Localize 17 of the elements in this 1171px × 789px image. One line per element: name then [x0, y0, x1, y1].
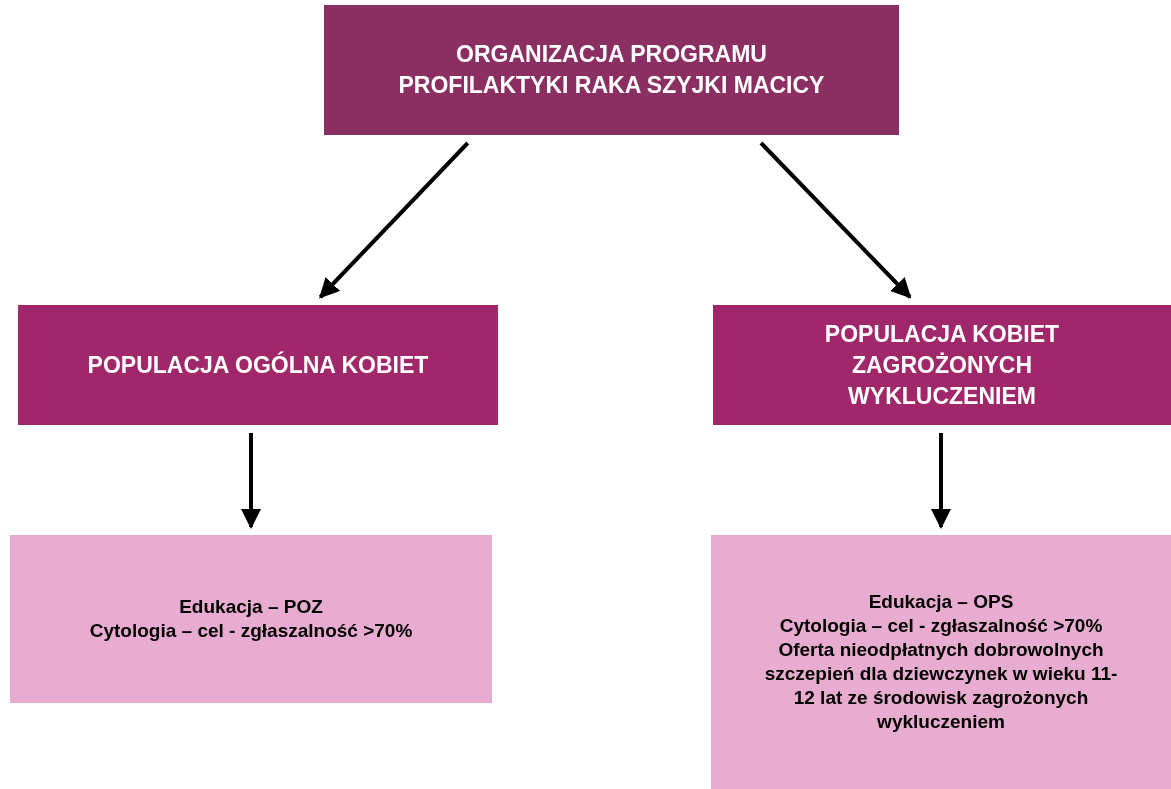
- box-text: Oferta nieodpłatnych dobrowolnych szczepień dla dziewczynek w wieku 11-12 lat ze środowisk zagrożonych wykluczeniem: [763, 638, 1119, 734]
- detail-box: [10, 535, 492, 703]
- detail-box: [711, 535, 1171, 789]
- box-text: Edukacja – OPS: [868, 590, 1014, 614]
- box-text: Cytologia – cel - zgłaszalność >70%: [779, 614, 1103, 638]
- box-heading: ORGANIZACJA PROGRAMU PROFILAKTYKI RAKA SZYJKI MACICY: [397, 40, 826, 100]
- category-box: [713, 305, 1171, 425]
- box-heading: POPULACJA OGÓLNA KOBIET: [87, 350, 429, 380]
- arrow: [931, 433, 951, 529]
- box-text: Cytologia – cel - zgłaszalność >70%: [89, 619, 413, 643]
- arrow: [318, 141, 470, 299]
- arrow: [241, 433, 261, 529]
- box-heading: POPULACJA KOBIET ZAGROŻONYCH WYKLUCZENIEM: [823, 319, 1061, 411]
- arrow: [759, 141, 912, 299]
- category-box: [18, 305, 498, 425]
- box-text: Edukacja – POZ: [179, 595, 323, 619]
- title-box: [324, 5, 899, 135]
